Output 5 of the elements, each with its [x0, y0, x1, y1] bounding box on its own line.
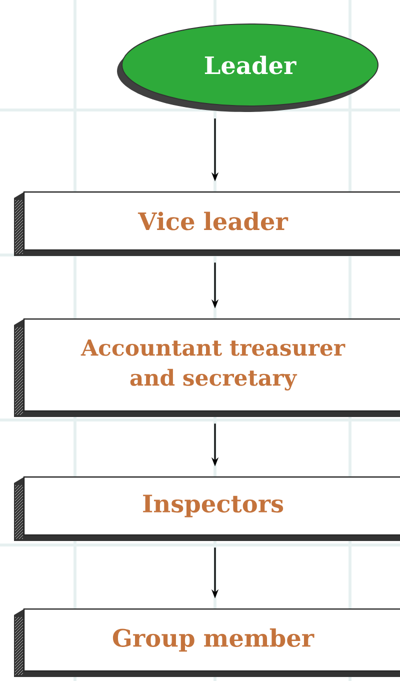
ellipse-node: Leader — [117, 24, 378, 112]
process-box: Inspectors — [23, 476, 400, 536]
process-box: Vice leader — [23, 191, 400, 251]
process-box: Group member — [23, 608, 400, 672]
process-box: Accountant treasurer and secretary — [23, 318, 400, 412]
